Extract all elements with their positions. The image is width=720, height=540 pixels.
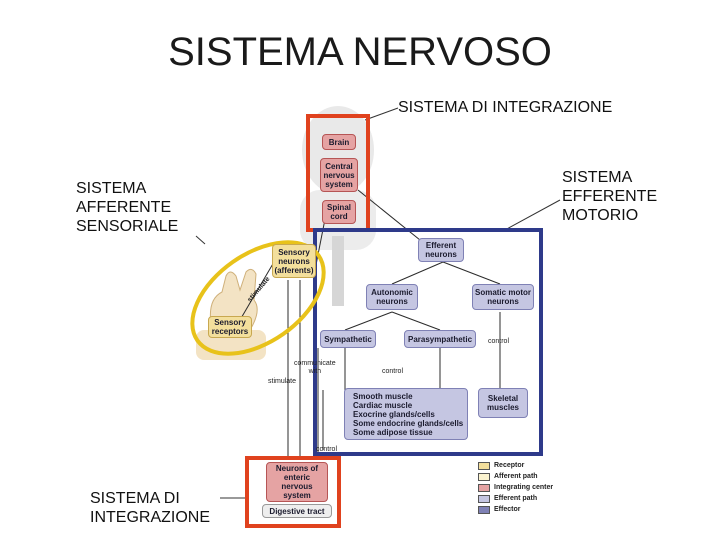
label-efferent: SISTEMA EFFERENTE MOTORIO (562, 169, 658, 224)
spinal-cord-box: Spinal cord (322, 200, 356, 224)
control-text-3: control (316, 446, 338, 453)
label-integration-bottom: SISTEMA DI INTEGRAZIONE (90, 490, 211, 526)
legend-item-afferent: Afferent path (478, 472, 538, 481)
skeletal-muscles-box: Skeletal muscles (478, 388, 528, 418)
cns-box: Central nervous system (320, 158, 358, 192)
leader-integration-top (364, 107, 399, 121)
hand-shape (209, 268, 258, 331)
sensory-neurons-box: Sensory neurons (afferents) (272, 244, 316, 278)
spine-shape (332, 236, 344, 306)
legend-item-integrating: Integrating center (478, 483, 553, 492)
digestive-tract-box: Digestive tract (262, 504, 332, 518)
efferent-frame (313, 228, 543, 456)
afferent-ellipse (190, 240, 326, 356)
autonomic-neurons-box: Autonomic neurons (366, 284, 418, 310)
communicate-text: communicate with (294, 360, 336, 375)
brain-box: Brain (322, 134, 356, 150)
effector-targets-box: Smooth muscle Cardiac muscle Exocrine gl… (344, 388, 468, 440)
leader-afferent (195, 235, 206, 245)
label-afferent: SISTEMA AFFERENTE SENSORIALE (76, 180, 179, 235)
parasympathetic-box: Parasympathetic (404, 330, 476, 348)
leader-efferent (504, 199, 561, 231)
sympathetic-box: Sympathetic (320, 330, 376, 348)
somatic-neurons-box: Somatic motor neurons (472, 284, 534, 310)
sensory-receptors-box: Sensory receptors (208, 316, 252, 338)
legend-item-receptor: Receptor (478, 461, 524, 470)
control-text-1: control (382, 368, 404, 375)
enteric-neurons-box: Neurons of enteric nervous system (266, 462, 328, 502)
control-text-2: control (488, 338, 510, 345)
page-title: SISTEMA NERVOSO (168, 30, 552, 74)
efferent-neurons-box: Efferent neurons (418, 238, 464, 262)
legend-item-effector: Effector (478, 505, 520, 514)
integration-frame-bottom (245, 456, 341, 528)
label-integration-top: SISTEMA DI INTEGRAZIONE (398, 99, 613, 116)
legend-item-efferent: Efferent path (478, 494, 537, 503)
stimulate-text: stimulate (268, 378, 297, 385)
